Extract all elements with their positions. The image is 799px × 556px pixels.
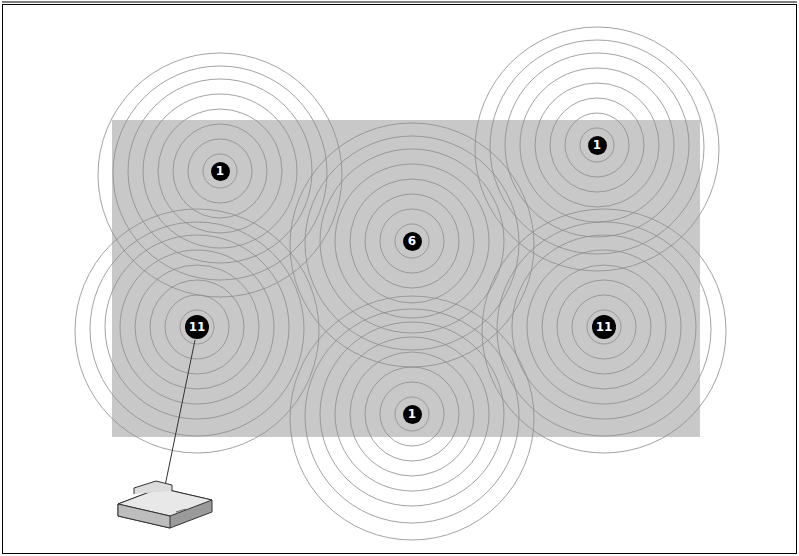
coverage-ring — [335, 337, 489, 491]
coverage-ring — [350, 179, 474, 303]
channel-badge: 11 — [185, 315, 209, 339]
coverage-ring — [75, 209, 319, 453]
frame-top-line — [2, 2, 797, 3]
coverage-ring — [520, 68, 674, 222]
network-device — [118, 481, 212, 528]
channel-badge: 1 — [403, 405, 422, 424]
coverage-ring — [90, 222, 304, 436]
coverage-ring — [557, 280, 651, 374]
coverage-ring — [173, 124, 267, 218]
channel-badge: 1 — [588, 136, 607, 155]
coverage-ring — [188, 139, 252, 203]
leader-line — [165, 340, 195, 486]
coverage-ring — [113, 66, 327, 280]
coverage-rings — [75, 27, 726, 540]
coverage-ring — [395, 224, 429, 258]
coverage-ring — [580, 128, 614, 162]
coverage-ring — [550, 98, 644, 192]
coverage-ring — [120, 250, 274, 404]
coverage-ring — [320, 149, 504, 333]
coverage-ring — [380, 209, 444, 273]
coverage-ring — [165, 295, 229, 359]
coverage-ring — [527, 250, 681, 404]
coverage-ring — [565, 113, 629, 177]
coverage-ring — [98, 53, 342, 297]
coverage-ring — [128, 79, 312, 263]
coverage-ring — [180, 310, 214, 344]
channel-badge: 11 — [592, 315, 616, 339]
coverage-ring — [150, 280, 244, 374]
coverage-ring — [290, 296, 534, 540]
channel-number: 11 — [189, 321, 206, 333]
coverage-ring — [365, 194, 459, 288]
channel-badge: 1 — [211, 162, 230, 181]
coverage-ring — [380, 382, 444, 446]
coverage-ring — [158, 109, 282, 233]
coverage-ring — [497, 222, 711, 436]
coverage-ring — [587, 310, 621, 344]
coverage-ring — [535, 83, 659, 207]
channel-number: 1 — [593, 139, 601, 151]
coverage-ring — [203, 154, 237, 188]
channel-badge: 6 — [403, 232, 422, 251]
coverage-ring — [542, 265, 666, 389]
frame — [3, 5, 797, 554]
channel-number: 1 — [408, 408, 416, 420]
coverage-ring — [572, 295, 636, 359]
coverage-ring — [305, 136, 519, 350]
coverage-ring — [105, 235, 289, 419]
coverage-ring — [475, 27, 719, 271]
coverage-ring — [512, 235, 696, 419]
coverage-ring — [305, 309, 519, 523]
coverage-ring — [395, 397, 429, 431]
channel-number: 1 — [216, 165, 224, 177]
coverage-ring — [350, 352, 474, 476]
coverage-ring — [335, 164, 489, 318]
coverage-ring — [320, 322, 504, 506]
channel-number: 6 — [408, 235, 416, 247]
coverage-ring — [135, 265, 259, 389]
channel-number: 11 — [596, 321, 613, 333]
coverage-ring — [365, 367, 459, 461]
